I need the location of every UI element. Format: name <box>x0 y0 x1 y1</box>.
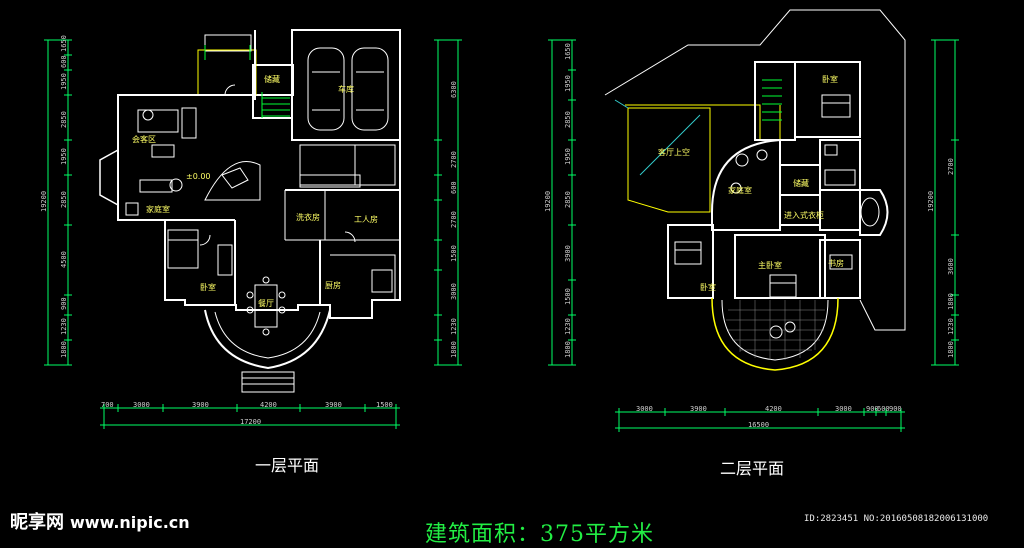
svg-text:2850: 2850 <box>564 111 572 128</box>
second-floor-rooms: 卧室 客厅上空 家庭室 储藏 进入式衣柜 主卧室 书房 卧室 <box>658 74 844 292</box>
first-floor-title: 一层平面 <box>255 456 320 475</box>
svg-text:16500: 16500 <box>748 421 769 429</box>
svg-text:1800: 1800 <box>450 341 458 358</box>
room-label: 洗衣房 <box>296 212 320 222</box>
svg-text:4200: 4200 <box>765 405 782 413</box>
svg-text:3900: 3900 <box>690 405 707 413</box>
svg-text:1230: 1230 <box>60 318 68 335</box>
svg-text:1800: 1800 <box>947 341 955 358</box>
room-label: 车库 <box>338 84 354 94</box>
svg-text:1800: 1800 <box>60 341 68 358</box>
room-label: 储藏 <box>793 178 809 188</box>
svg-text:1950: 1950 <box>60 148 68 165</box>
svg-text:4500: 4500 <box>60 251 68 268</box>
svg-text:4200: 4200 <box>260 401 277 409</box>
room-label: 会客区 <box>132 134 156 144</box>
room-label: 客厅上空 <box>658 147 690 157</box>
svg-text:1500: 1500 <box>564 288 572 305</box>
room-label: 家庭室 <box>146 204 170 214</box>
watermark-logo: 昵享网 <box>10 512 64 533</box>
first-floor-plan <box>44 29 462 429</box>
room-label: 储藏 <box>264 74 280 84</box>
svg-text:3000: 3000 <box>133 401 150 409</box>
svg-text:1230: 1230 <box>564 318 572 335</box>
svg-text:17200: 17200 <box>240 418 261 426</box>
svg-text:3000: 3000 <box>636 405 653 413</box>
room-label: 卧室 <box>700 282 716 292</box>
first-floor-dims: 700 3000 3900 4200 3900 1500 17200 1650 … <box>40 35 458 426</box>
room-label: 餐厅 <box>258 299 274 308</box>
svg-text:1650: 1650 <box>60 35 68 52</box>
room-label: 进入式衣柜 <box>784 210 824 220</box>
svg-text:19200: 19200 <box>40 191 48 212</box>
svg-text:3900: 3900 <box>325 401 342 409</box>
building-area-text: 建筑面积：375平方米 <box>425 522 654 547</box>
level-mark: ±0.00 <box>186 172 211 181</box>
svg-text:3600: 3600 <box>947 258 955 275</box>
svg-text:1950: 1950 <box>564 75 572 92</box>
second-floor-plan <box>548 9 959 432</box>
svg-text:900: 900 <box>866 405 879 413</box>
second-floor-title: 二层平面 <box>720 459 785 478</box>
svg-text:1500: 1500 <box>450 245 458 262</box>
svg-text:600: 600 <box>60 55 68 68</box>
svg-text:3900: 3900 <box>564 245 572 262</box>
svg-text:3000: 3000 <box>835 405 852 413</box>
svg-text:700: 700 <box>101 401 114 409</box>
second-floor-dims: 3000 3900 4200 3000 900 600 900 16500 16… <box>544 43 955 429</box>
svg-text:600: 600 <box>877 405 890 413</box>
room-label: 主卧室 <box>758 260 782 270</box>
room-label: 卧室 <box>200 282 216 292</box>
room-label: 卧室 <box>822 74 838 84</box>
svg-text:3000: 3000 <box>450 283 458 300</box>
svg-text:1950: 1950 <box>60 73 68 90</box>
svg-text:900: 900 <box>60 297 68 310</box>
svg-text:1650: 1650 <box>564 43 572 60</box>
first-floor-rooms: 会客区 车库 储藏 家庭室 洗衣房 工人房 卧室 餐厅 厨房 ±0.00 <box>132 74 378 308</box>
svg-text:2700: 2700 <box>947 158 955 175</box>
image-id: ID:2823451 NO:20160508182006131000 <box>804 514 989 524</box>
svg-text:2700: 2700 <box>450 151 458 168</box>
svg-text:1800: 1800 <box>564 341 572 358</box>
svg-text:1950: 1950 <box>564 148 572 165</box>
svg-text:2850: 2850 <box>60 191 68 208</box>
svg-text:1800: 1800 <box>947 293 955 310</box>
svg-text:19200: 19200 <box>544 191 552 212</box>
svg-text:3900: 3900 <box>192 401 209 409</box>
room-label: 家庭室 <box>728 185 752 195</box>
svg-text:1500: 1500 <box>376 401 393 409</box>
svg-text:6300: 6300 <box>450 81 458 98</box>
svg-text:1230: 1230 <box>947 318 955 335</box>
svg-text:2700: 2700 <box>450 211 458 228</box>
room-label: 书房 <box>828 258 844 268</box>
svg-text:600: 600 <box>450 181 458 194</box>
svg-text:19200: 19200 <box>927 191 935 212</box>
room-label: 工人房 <box>354 214 378 224</box>
svg-text:1230: 1230 <box>450 318 458 335</box>
svg-text:900: 900 <box>889 405 902 413</box>
watermark-url: www.nipic.cn <box>70 513 190 532</box>
room-label: 厨房 <box>325 280 341 290</box>
svg-text:2850: 2850 <box>60 111 68 128</box>
svg-text:2850: 2850 <box>564 191 572 208</box>
watermark: 昵享网 www.nipic.cn <box>10 508 190 534</box>
